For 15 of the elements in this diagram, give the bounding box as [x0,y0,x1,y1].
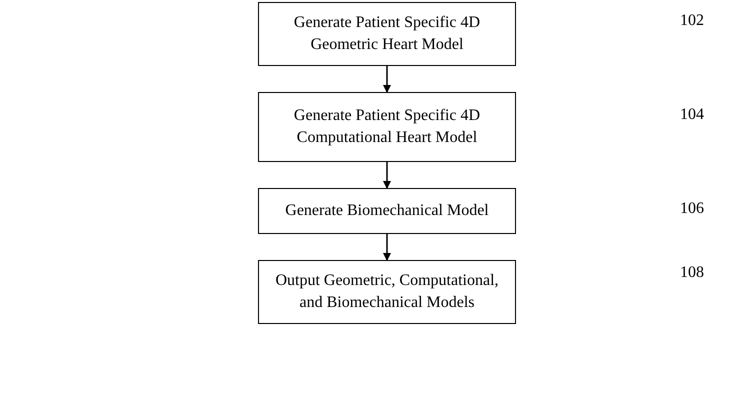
step-text: Generate Biomechanical Model [285,201,489,221]
step-text: Generate Patient Specific 4D Geometric Heart Model [292,13,482,55]
step-text: Output Geometric, Computational, and Biomechanical Models [274,271,500,313]
arrow [383,234,391,261]
step-text: Generate Patient Specific 4D Computational Heart Model [292,106,482,148]
reference-number: 102 [680,11,704,31]
process-box [258,260,516,324]
reference-number: 104 [680,105,704,125]
reference-number: 106 [680,199,704,219]
process-box [258,2,516,66]
arrow [383,66,391,93]
process-box [258,188,516,234]
arrow [383,162,391,189]
process-box [258,92,516,162]
reference-number: 108 [680,263,704,283]
